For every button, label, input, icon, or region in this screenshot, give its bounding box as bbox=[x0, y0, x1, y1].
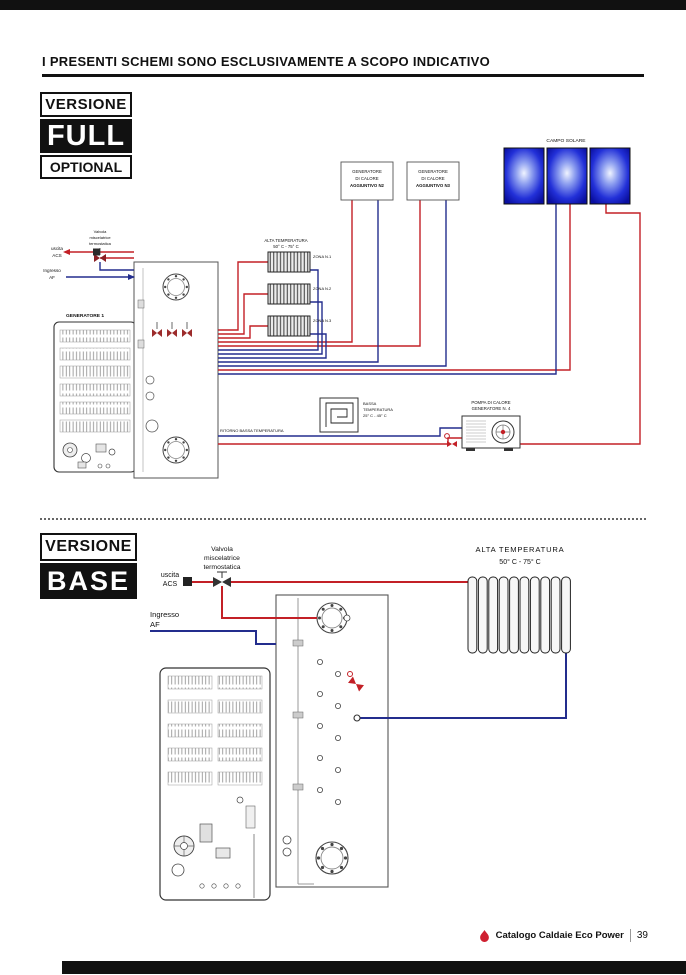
badge-base-label: BASE bbox=[40, 563, 137, 599]
pipes-cold-base bbox=[150, 630, 567, 719]
acs-valve-icon bbox=[93, 248, 100, 256]
label-ingresso: Ingresso bbox=[43, 268, 61, 273]
radiator-zona-1 bbox=[267, 251, 311, 273]
acs-outlet-base: uscita ACS bbox=[161, 572, 192, 588]
label-gen2-3: AGGIUNTIVO N2 bbox=[350, 183, 385, 188]
footer-brand: Catalogo Caldaie Eco Power bbox=[495, 930, 624, 941]
pipes-hot-base bbox=[191, 581, 468, 619]
label-ritorno-bassa: RITORNO BASSA TEMPERATURA bbox=[220, 428, 284, 433]
check-valve-icon bbox=[348, 676, 364, 692]
label-valvola-2: miscelatrice bbox=[204, 555, 240, 562]
label-zona-2: ZONA N.2 bbox=[313, 286, 332, 291]
label-valvola-2: miscelatrice bbox=[89, 235, 111, 240]
badge-versione-label: VERSIONE bbox=[40, 92, 132, 117]
label-valvola-1: Valvola bbox=[94, 229, 108, 234]
label-acs: ACS bbox=[52, 253, 61, 258]
boiler-full: GENERATORE 1 bbox=[53, 313, 137, 473]
heat-pump: POMPA DI CALORE GENERATORE N. 4 bbox=[444, 400, 521, 451]
label-bassa-3: 25° C - 45° C bbox=[363, 413, 387, 418]
solar-panel-2 bbox=[546, 147, 588, 205]
af-arrow-icon bbox=[128, 274, 135, 280]
label-acs: ACS bbox=[163, 581, 178, 588]
diagram-base: Valvola miscelatrice termostatica uscita… bbox=[150, 545, 571, 901]
section-separator bbox=[40, 518, 646, 520]
mixing-valve-full: Valvola miscelatrice termostatica bbox=[89, 229, 112, 262]
label-valvola-3: termostatica bbox=[89, 241, 112, 246]
label-af: AF bbox=[49, 275, 55, 280]
label-zona-1: ZONA N.1 bbox=[313, 254, 332, 259]
badge-optional-label: OPTIONAL bbox=[40, 155, 132, 179]
top-bar bbox=[0, 0, 686, 10]
label-gen2-1: GENERATORE bbox=[352, 169, 382, 174]
solar-field: CAMPO SOLARE bbox=[503, 138, 631, 205]
label-alta-temperatura: ALTA TEMPERATURA bbox=[475, 545, 564, 554]
zone-radiators: ALTA TEMPERATURA 50° C - 75° C ZONA N.1 … bbox=[264, 238, 332, 337]
badge-full-optional: VERSIONE FULL OPTIONAL bbox=[40, 92, 132, 179]
label-bassa-2: TEMPERATURA bbox=[363, 407, 393, 412]
radiator-zona-2 bbox=[267, 283, 311, 305]
af-inlet-base: Ingresso AF bbox=[150, 610, 179, 629]
badge-base: VERSIONE BASE bbox=[40, 533, 137, 599]
label-af: AF bbox=[150, 620, 160, 629]
pipes-hot-full bbox=[70, 200, 641, 445]
solar-panel-1 bbox=[503, 147, 545, 205]
generator-n2-box: GENERATORE DI CALORE AGGIUNTIVO N2 bbox=[340, 161, 394, 201]
panel-port bbox=[353, 714, 361, 722]
label-pompa-2: GENERATORE N. 4 bbox=[472, 406, 511, 411]
badge-full-label: FULL bbox=[40, 119, 132, 153]
label-generatore-1: GENERATORE 1 bbox=[66, 313, 104, 319]
af-inlet-full: Ingresso AF bbox=[43, 268, 135, 280]
label-uscita: uscita bbox=[161, 572, 179, 579]
hydraulic-panel-full bbox=[133, 261, 219, 479]
hydraulic-panel-base bbox=[275, 594, 389, 888]
label-zona-3: ZONA N.3 bbox=[313, 318, 332, 323]
label-alta-temperatura: ALTA TEMPERATURA bbox=[264, 238, 307, 243]
radiator-base: ALTA TEMPERATURA 50° C - 75° C bbox=[467, 545, 571, 654]
acs-outlet-full: uscita ACS bbox=[51, 246, 100, 258]
page-title: I PRESENTI SCHEMI SONO ESCLUSIVAMENTE A … bbox=[42, 54, 491, 69]
title-rule bbox=[42, 74, 644, 77]
label-valvola-3: termostatica bbox=[203, 564, 240, 571]
label-gen3-2: DI CALORE bbox=[421, 176, 444, 181]
radiator-zona-3 bbox=[267, 315, 311, 337]
bottom-bar bbox=[62, 961, 686, 974]
label-gen2-2: DI CALORE bbox=[355, 176, 378, 181]
footer-divider bbox=[629, 929, 631, 942]
label-valvola-1: Valvola bbox=[211, 546, 233, 553]
low-temp-coil: BASSA TEMPERATURA 25° C - 45° C bbox=[319, 397, 393, 433]
solar-panel-3 bbox=[589, 147, 631, 205]
label-alta-range: 50° C - 75° C bbox=[273, 244, 298, 249]
footer: Catalogo Caldaie Eco Power 39 bbox=[479, 929, 648, 942]
label-campo-solare: CAMPO SOLARE bbox=[546, 138, 586, 144]
pipes-cold-full bbox=[66, 200, 557, 437]
acs-valve-icon bbox=[183, 577, 192, 586]
page-number: 39 bbox=[636, 930, 648, 941]
pump-valve-icon bbox=[447, 441, 457, 447]
badge-versione-label: VERSIONE bbox=[40, 533, 137, 561]
label-pompa-1: POMPA DI CALORE bbox=[471, 400, 510, 405]
label-uscita: uscita bbox=[51, 246, 63, 251]
label-gen3-3: AGGIUNTIVO N3 bbox=[416, 183, 451, 188]
label-ingresso: Ingresso bbox=[150, 610, 179, 619]
generator-n3-box: GENERATORE DI CALORE AGGIUNTIVO N3 bbox=[406, 161, 460, 201]
label-alta-range: 50° C - 75° C bbox=[499, 558, 540, 566]
label-gen3-1: GENERATORE bbox=[418, 169, 448, 174]
mixing-valve-base: Valvola miscelatrice termostatica bbox=[203, 546, 241, 587]
diagram-full-optional: GENERATORE 1 bbox=[43, 138, 641, 479]
boiler-base bbox=[159, 667, 271, 901]
label-bassa-1: BASSA bbox=[363, 401, 377, 406]
flame-icon bbox=[479, 929, 489, 942]
acs-arrow-icon bbox=[63, 249, 70, 255]
